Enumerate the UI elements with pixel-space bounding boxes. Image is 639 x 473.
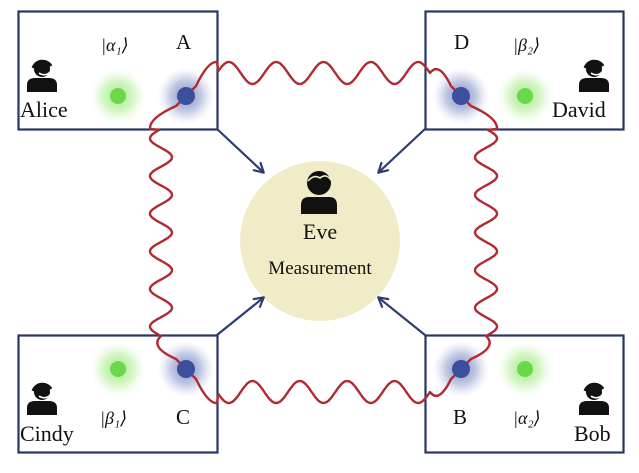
- alice-state: |α₁⟩: [101, 35, 129, 55]
- bob-box: [424, 334, 625, 454]
- node-a-label: A: [176, 30, 192, 54]
- node-d-label: D: [454, 30, 469, 54]
- david-green-qubit: [517, 88, 533, 104]
- eve-name: Eve: [303, 219, 337, 244]
- david-name: David: [552, 97, 606, 122]
- node-b-label: B: [453, 405, 467, 429]
- node-c-label: C: [176, 405, 190, 429]
- cindy-user-headset-icon: [25, 382, 59, 417]
- alice-green-qubit: [110, 88, 126, 104]
- eve-circle: [240, 161, 400, 321]
- alice-user-headset-icon: [25, 59, 59, 94]
- arrow-c-to-eve: [216, 298, 263, 336]
- arrow-a-to-eve: [216, 128, 263, 172]
- cindy-name: Cindy: [20, 421, 74, 446]
- wavy-link-d-b: [459, 94, 499, 371]
- eve-user-icon: [301, 171, 337, 214]
- wavy-link-a-c: [148, 94, 188, 371]
- wavy-link-c-b: [184, 367, 463, 405]
- david-box: [424, 10, 625, 131]
- arrow-d-to-eve: [379, 128, 426, 172]
- bob-name: Bob: [574, 421, 611, 446]
- cindy-green-qubit: [110, 361, 126, 377]
- node-a-dot: [177, 87, 195, 105]
- david-state: |β₂⟩: [513, 35, 540, 55]
- node-d-dot: [452, 87, 470, 105]
- wavy-link-a-d: [184, 60, 463, 98]
- bob-user-headset-icon: [577, 382, 611, 417]
- arrow-b-to-eve: [379, 298, 426, 336]
- eve-measurement-label: Measurement: [268, 258, 372, 279]
- bob-state: |α₂⟩: [513, 408, 541, 428]
- node-b-dot: [452, 360, 470, 378]
- bob-green-qubit: [517, 361, 533, 377]
- alice-name: Alice: [20, 97, 68, 122]
- david-user-headset-icon: [577, 59, 611, 94]
- entanglement-links: [148, 60, 499, 405]
- node-c-dot: [177, 360, 195, 378]
- cindy-state: |β₁⟩: [100, 408, 127, 428]
